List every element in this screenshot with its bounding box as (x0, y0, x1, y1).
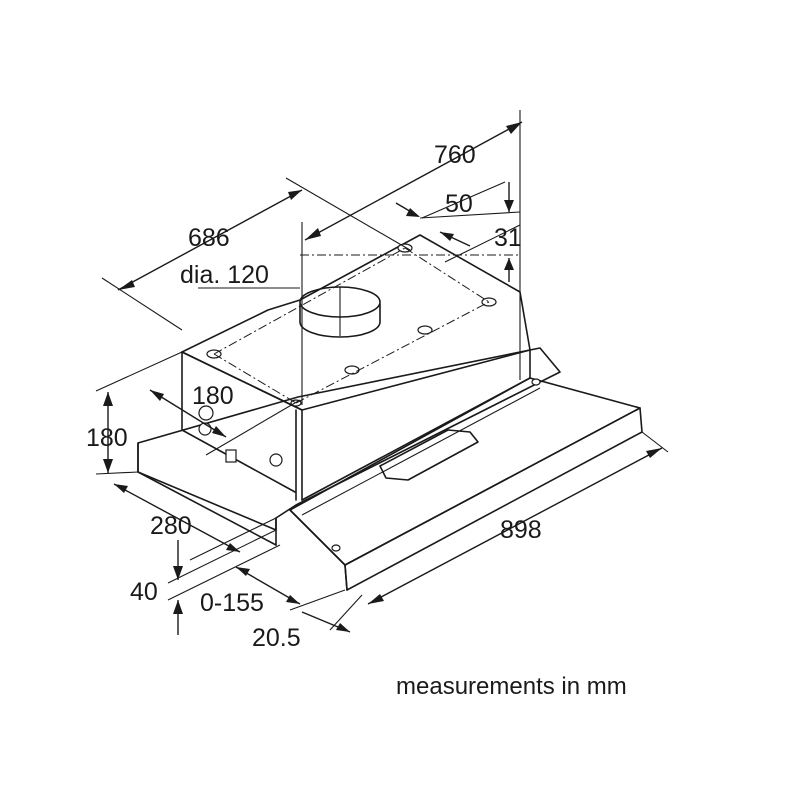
dim-31-arrow-bottom (504, 258, 514, 270)
dim-180-side-line (149, 389, 227, 438)
visor-top (289, 377, 641, 566)
label-height: 180 (86, 424, 128, 452)
visor-inner-line (301, 387, 541, 516)
dim-extension-ext (289, 589, 346, 611)
dim-180-h-arrow-a (103, 392, 113, 406)
dim-760-arrow-b (506, 122, 522, 134)
dimension-lines (95, 110, 669, 635)
dim-686-ext-left (101, 277, 183, 331)
label-duct-diameter: dia. 120 (180, 261, 269, 289)
dim-898-arrow-b (646, 448, 662, 458)
dim-180-h-ext-bottom (95, 471, 139, 475)
dim-180-h-ext-top (95, 351, 183, 392)
centerline-1 (213, 353, 297, 404)
dim-898-ext (641, 431, 669, 453)
dim-180-side-arrow-a (150, 390, 164, 401)
dim-686-ext-right (285, 177, 411, 251)
upper-box-top (181, 234, 531, 411)
dim-visor-arrow (336, 623, 350, 632)
dim-898-line (367, 447, 663, 605)
label-686: 686 (188, 224, 230, 252)
label-760: 760 (434, 141, 476, 169)
label-visor-width: 898 (500, 516, 542, 544)
dimension-labels: 760 686 50 31 dia. 120 180 180 280 40 0-… (86, 141, 627, 700)
visor-handle (379, 429, 479, 481)
dim-31-arrow-top (504, 200, 514, 212)
label-31: 31 (494, 224, 522, 252)
dim-31-ext (444, 224, 521, 263)
pull-out-visor (289, 377, 643, 591)
dim-686-line (117, 189, 303, 291)
dim-extension-arrow-a (236, 567, 250, 576)
dim-686-arrow-b (288, 190, 302, 200)
label-extension: 0-155 (200, 589, 264, 617)
label-front-depth: 280 (150, 512, 192, 540)
dim-visor-ext (329, 594, 363, 631)
dim-40-ext-top (167, 529, 277, 584)
dim-686-arrow-a (118, 280, 135, 290)
dim-180-side-ext (205, 399, 301, 456)
units-note: measurements in mm (396, 673, 627, 700)
hood-body (137, 234, 643, 591)
visor-front (344, 407, 643, 591)
label-side-depth: 180 (192, 382, 234, 410)
dim-31-arrow (440, 232, 454, 241)
exhaust-duct-collar (299, 286, 381, 338)
dim-280-line (113, 483, 241, 553)
visor-left-front (344, 564, 348, 591)
upper-box-side-bottom (181, 429, 296, 493)
label-front-height: 40 (130, 578, 158, 606)
visor-pin-right (531, 378, 541, 386)
centerline-4 (404, 247, 490, 303)
centerline-2 (295, 301, 490, 404)
dim-40-arrow-bottom (173, 600, 183, 614)
dim-898-arrow-a (368, 594, 384, 604)
dim-280-ext (189, 517, 277, 561)
label-visor-thickness: 20.5 (252, 624, 301, 652)
side-bracket (225, 449, 237, 463)
visor-pin-left (331, 544, 341, 552)
dim-50-leader (421, 181, 506, 219)
dim-31-ext-2 (419, 211, 521, 219)
dim-180-side-arrow-b (212, 426, 226, 437)
dim-760-line (304, 121, 523, 241)
canopy-base-plate (137, 347, 561, 531)
dim-180-h-arrow-b (103, 459, 113, 473)
dim-40-arrow-top (173, 566, 183, 580)
side-hole-1 (198, 405, 214, 421)
top-hole-4 (417, 325, 433, 335)
visor-left-edge (289, 509, 346, 566)
dim-280-arrow-a (114, 484, 128, 493)
dim-760-arrow-a (305, 228, 321, 240)
label-50: 50 (445, 190, 473, 218)
upper-box-front-top-edge (181, 351, 303, 411)
dim-40-ext-bottom (167, 544, 281, 601)
top-hole-5 (344, 365, 360, 375)
canopy-bottom-edge (137, 471, 277, 546)
centerline-3 (213, 247, 406, 355)
side-hole-3 (269, 453, 283, 467)
dim-extension-arrow-b (286, 595, 300, 604)
dim-50-arrow (406, 208, 420, 217)
